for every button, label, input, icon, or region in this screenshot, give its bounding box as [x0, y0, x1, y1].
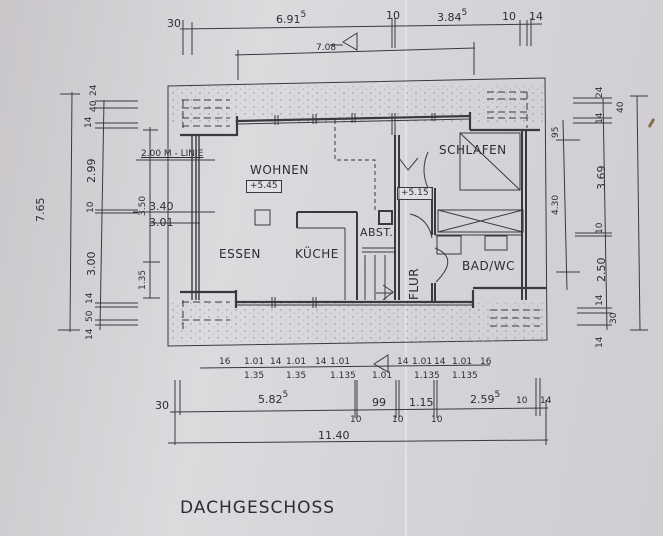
dim-left-top-c: 14: [84, 116, 94, 128]
dim-left-bot-b: 50: [85, 310, 95, 322]
dim-open-wall-5: 14: [397, 357, 409, 367]
dim-left-top-b: 40: [89, 100, 99, 112]
dim-open-top-6: 1.01: [452, 357, 473, 367]
dim-bot-wall-end: 14: [540, 396, 552, 406]
dim-open-wall-1: 16: [219, 357, 231, 367]
dim-open-bot-4: 1.01: [372, 371, 393, 381]
dim-top-span1: 6.915: [276, 10, 307, 26]
dim-open-wall-3: 14: [315, 357, 327, 367]
dim-bot-span1: 5.825: [258, 390, 289, 406]
room-bad-wc: BAD/WC: [462, 259, 515, 273]
dim-right-span2: 2.50: [595, 257, 608, 283]
dim-right-bot-c: 14: [595, 336, 605, 348]
dim-top-span2: 3.845: [437, 8, 468, 24]
room-height-lower: 3.01: [149, 216, 174, 229]
dim-open-wall-6: 14: [434, 357, 446, 367]
dim-right-bot-a: 14: [595, 294, 605, 306]
dim-top-inner: 7.08: [316, 43, 337, 53]
dim-left-total: 7.65: [34, 197, 47, 223]
paper-fold: [405, 0, 407, 536]
dim-open-bot-5: 1.135: [414, 371, 440, 381]
dim-open-bot-3: 1.135: [330, 371, 356, 381]
dim-open-bot-6: 1.135: [452, 371, 478, 381]
dim-bot-span4: 2.595: [470, 390, 501, 406]
dim-bot-total: 11.40: [318, 429, 350, 442]
dim-right-inner2: 4.30: [551, 194, 561, 215]
drawing-title: DACHGESCHOSS: [180, 498, 336, 518]
room-kueche: KÜCHE: [295, 247, 339, 261]
dim-left-mid-wall: 10: [86, 201, 96, 213]
dim-left-span2: 3.00: [85, 251, 98, 277]
dim-bot-wall-c: 10: [431, 415, 443, 425]
dim-open-top-1: 1.01: [244, 357, 265, 367]
dim-left-bot-a: 14: [85, 292, 95, 304]
dim-bot-left-wall: 30: [155, 399, 169, 412]
dim-top-wall-mid: 10: [386, 9, 400, 22]
dim-left-span1: 2.99: [85, 158, 98, 184]
dim-open-top-3: 1.01: [330, 357, 351, 367]
dim-right-span1: 3.69: [595, 165, 608, 191]
dim-right-top-c: 14: [595, 112, 605, 124]
dim-bot-span3: 1.15: [409, 396, 434, 409]
dim-bot-wall-b: 10: [392, 415, 404, 425]
dim-open-top-2: 1.01: [286, 357, 307, 367]
dim-bot-wall-d: 10: [516, 396, 528, 406]
dim-open-top-5: 1.01: [412, 357, 433, 367]
room-height-upper: 3.40: [149, 200, 174, 213]
dim-right-inner1: 95: [551, 126, 561, 138]
line-label: 2.00 M - LINIE: [141, 149, 204, 159]
dim-left-inner1: 3.50: [138, 195, 148, 216]
dim-open-bot-1: 1.35: [244, 371, 265, 381]
dim-bot-wall-a: 10: [350, 415, 362, 425]
dim-open-end-wall: 16: [480, 357, 492, 367]
dim-left-inner2: 1.35: [138, 269, 148, 290]
dim-open-wall-2: 14: [270, 357, 282, 367]
room-essen: ESSEN: [219, 247, 261, 261]
dim-left-bot-c: 14: [85, 328, 95, 340]
level-wohnen: +5.45: [246, 180, 282, 193]
room-schlafen: SCHLAFEN: [439, 143, 507, 157]
dim-right-mid-wall: 10: [595, 222, 605, 234]
dim-open-bot-2: 1.35: [286, 371, 307, 381]
dim-left-top-a: 24: [89, 84, 99, 96]
level-flur: +5.15: [397, 187, 433, 200]
dim-top-wall-right1: 10: [502, 10, 516, 23]
dim-right-top-b: 40: [616, 101, 626, 113]
room-flur: FLUR: [407, 267, 421, 300]
dim-right-top-a: 24: [595, 86, 605, 98]
dim-bot-span2: 99: [372, 396, 386, 409]
dim-right-bot-b: 30: [609, 312, 619, 324]
room-abstellraum: ABST.: [360, 226, 394, 239]
dim-top-left-wall: 30: [167, 17, 181, 30]
room-wohnen: WOHNEN: [250, 163, 309, 177]
dim-top-wall-right2: 14: [529, 10, 543, 23]
